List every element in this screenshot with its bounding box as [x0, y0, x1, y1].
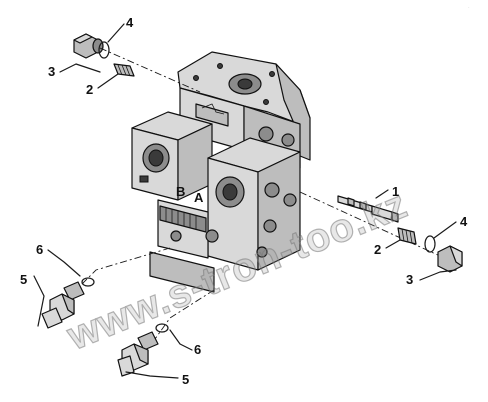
leader-1 — [375, 189, 389, 199]
side-plug — [256, 246, 268, 258]
relief-cartridge-slot — [159, 205, 207, 233]
plug-nut-face — [449, 245, 463, 267]
assembly-axis — [149, 289, 215, 347]
fitting — [117, 331, 159, 377]
leader-2 — [97, 73, 119, 89]
side-plug — [283, 193, 297, 207]
leader-5-bottom — [125, 371, 179, 379]
leader-5-left — [33, 275, 45, 327]
callout-1: 1 — [392, 184, 399, 199]
o-ring — [98, 41, 110, 59]
bolt-hole — [263, 99, 269, 105]
top-port-bore — [237, 78, 253, 90]
top-flange-side — [275, 63, 311, 161]
bolt-hole — [193, 75, 199, 81]
callout-6-left: 6 — [36, 242, 43, 257]
side-plug — [264, 182, 280, 198]
leader-3-right — [419, 269, 457, 281]
right-block-side — [257, 151, 301, 271]
nameplate-mark — [201, 103, 225, 115]
manifold-plug — [205, 229, 219, 243]
left-block-tag — [139, 175, 149, 183]
side-plug — [281, 133, 295, 147]
spring — [397, 227, 417, 245]
callout-2-right: 2 — [374, 242, 381, 257]
fitting — [41, 281, 85, 329]
base-plate — [149, 251, 215, 293]
side-plug — [258, 126, 274, 142]
side-plug — [263, 219, 277, 233]
cartridge-threads — [165, 208, 197, 229]
leader-3 — [59, 63, 101, 73]
leader-6-left — [47, 249, 81, 277]
bottom-left-parts: 6 5 — [20, 242, 171, 329]
assembly-axis — [99, 47, 201, 93]
o-ring — [424, 235, 436, 253]
port-a-bore — [222, 183, 238, 201]
nameplate — [195, 103, 229, 127]
callout-2-top: 2 — [86, 82, 93, 97]
callout-3-top: 3 — [48, 64, 55, 79]
piston — [337, 195, 399, 223]
port-label-b: B — [176, 184, 185, 199]
leader-6-bottom — [169, 329, 193, 351]
port-label-a: A — [194, 190, 204, 205]
callout-4-top: 4 — [126, 15, 134, 30]
leader-4-right — [433, 221, 457, 239]
plug-thread-end — [92, 38, 104, 54]
leader-2-right — [385, 239, 401, 249]
valve-block: B A — [131, 51, 311, 293]
spring — [113, 63, 135, 77]
callout-5-bottom: 5 — [182, 372, 189, 387]
callout-5-left: 5 — [20, 272, 27, 287]
leader-4 — [107, 23, 125, 43]
callout-3-right: 3 — [406, 272, 413, 287]
corner-mark: · — [468, 5, 470, 11]
bottom-parts: 6 5 — [117, 289, 215, 387]
o-ring — [155, 323, 169, 333]
callout-6-bottom: 6 — [194, 342, 201, 357]
top-left-parts: 4 3 2 — [48, 15, 201, 97]
bolt-hole — [269, 71, 275, 77]
right-parts: 1 2 4 3 — [299, 184, 468, 287]
assembly-axis — [299, 191, 441, 257]
port-b-bore — [148, 149, 164, 167]
manifold-plug — [170, 230, 182, 242]
callout-4-right: 4 — [460, 214, 468, 229]
o-ring — [81, 277, 95, 287]
bolt-hole — [217, 63, 223, 69]
plug-nut-top — [73, 33, 93, 44]
